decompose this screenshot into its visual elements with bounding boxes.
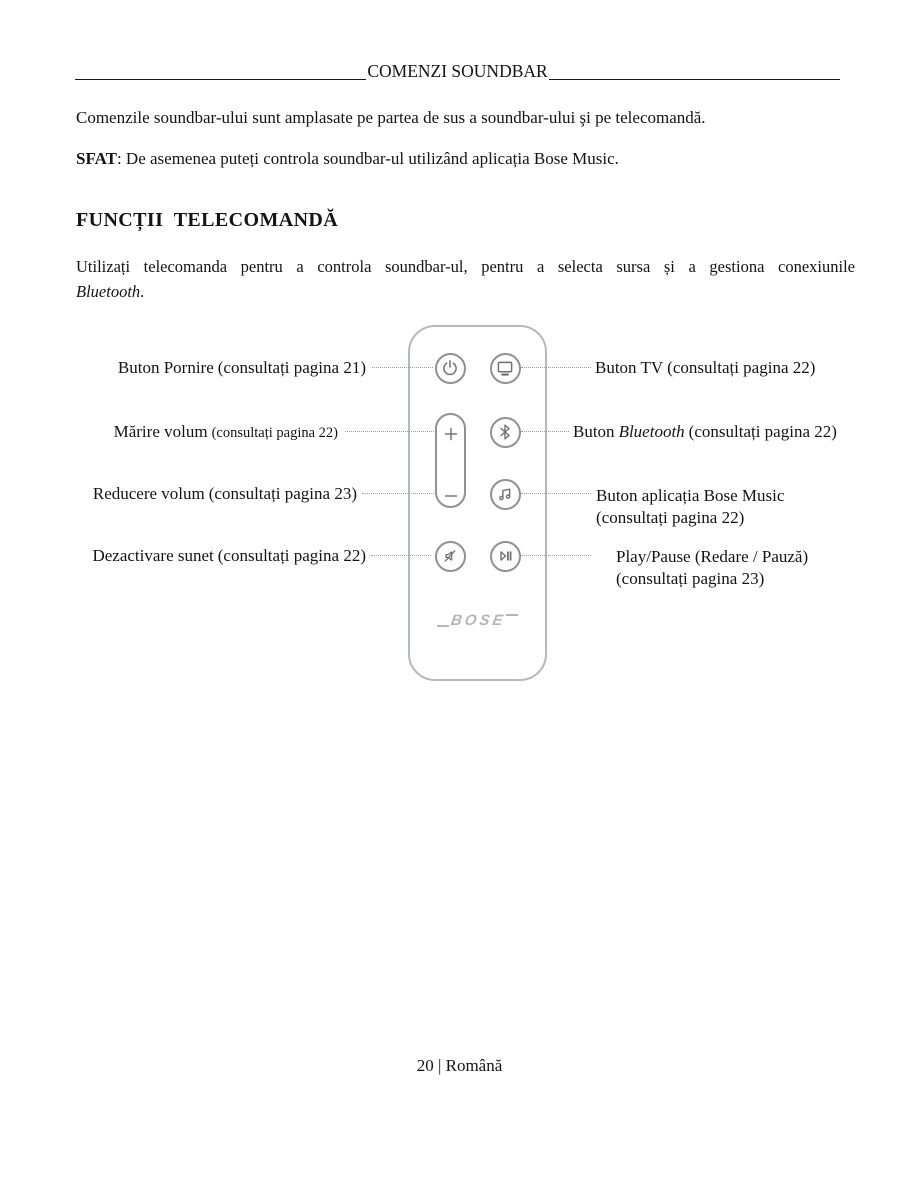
intro-paragraph: Comenzile soundbar-ului sunt amplasate p… (76, 108, 706, 127)
page-footer: 20 | Română (416, 1056, 503, 1075)
callout-tv-main: Buton TV (595, 358, 664, 377)
bose-logo-text: BOSE (449, 612, 508, 629)
section-body: Utilizați telecomanda pentru a controla … (76, 255, 855, 304)
bose-music-button (489, 478, 521, 510)
mute-button (434, 540, 466, 572)
period: . (140, 281, 145, 301)
callout-mute-label: Dezactivare sunet(consultați pagina 22) (92, 545, 366, 567)
leader-line-bluetooth (521, 431, 569, 432)
bluetooth-button (489, 416, 521, 448)
callout-play-pause-line1: Play/Pause (Redare / Pauză) (616, 547, 809, 566)
volume-up-icon (444, 427, 457, 441)
callout-tv-ref: (consultați pagina 22) (667, 358, 816, 377)
callout-bose-music-line2: (consultați pagina 22) (596, 507, 745, 527)
leader-line-volume-down (362, 493, 434, 494)
callout-mute-main: Dezactivare sunet (92, 546, 214, 565)
mute-icon (444, 550, 456, 562)
bose-logo-dash-left (437, 625, 450, 627)
callout-bluetooth-word: Bluetooth (618, 422, 685, 441)
callout-volume-down-ref: (consultați pagina 23) (208, 484, 357, 503)
tv-icon (497, 361, 513, 376)
page-header: COMENZI SOUNDBAR (75, 60, 841, 83)
leader-line-play-pause (521, 555, 591, 556)
volume-down-icon (444, 495, 457, 497)
volume-rocker (435, 413, 466, 508)
callout-bluetooth-pre: Buton (573, 422, 615, 441)
callout-power-ref: (consultați pagina 21) (217, 358, 366, 377)
bose-logo-dash-right (505, 614, 518, 616)
page-title: COMENZI SOUNDBAR (367, 61, 548, 81)
tip-paragraph: SFAT: De asemenea puteți controla soundb… (76, 147, 856, 170)
callout-volume-down-label: Reducere volum(consultați pagina 23) (93, 483, 357, 505)
bose-logo: BOSE (410, 612, 545, 629)
callout-mute-ref: (consultați pagina 22) (217, 546, 366, 565)
leader-line-mute (371, 555, 431, 556)
tip-label: SFAT (76, 149, 117, 168)
play-pause-icon (500, 551, 512, 561)
callout-bose-music-line1: Buton aplicația Bose Music (596, 486, 785, 505)
tv-button (489, 352, 521, 384)
bluetooth-word: Bluetooth (76, 281, 141, 301)
callout-bose-music-label: Buton aplicația Bose Music (consultați p… (596, 485, 784, 528)
callout-volume-up-main: Mărire volum (113, 422, 208, 441)
callout-volume-up-label: Mărire volum(consultați pagina 22) (114, 421, 338, 445)
leader-line-volume-up (345, 431, 434, 432)
header-rule-right (548, 60, 841, 80)
callout-tv-label: Buton TV(consultați pagina 22) (595, 357, 815, 379)
section-body-line-1: Utilizați telecomanda pentru a controla … (76, 257, 855, 276)
leader-line-bose-music (521, 493, 591, 494)
power-button (434, 352, 466, 384)
play-pause-button (489, 540, 521, 572)
power-icon (443, 360, 457, 376)
callout-power-main: Buton Pornire (117, 358, 214, 377)
bluetooth-icon (500, 424, 510, 440)
callout-volume-down-main: Reducere volum (92, 484, 205, 503)
music-note-icon (499, 488, 511, 501)
callout-play-pause-line2: (consultați pagina 23) (616, 568, 765, 588)
header-rule-left (75, 60, 367, 80)
section-heading: FUNCȚII TELECOMANDĂ (76, 209, 339, 231)
section-body-line-2: Bluetooth. (76, 280, 855, 305)
callout-bluetooth-ref: (consultați pagina 22) (688, 422, 837, 441)
leader-line-tv (521, 367, 591, 368)
remote-control-diagram: BOSE (408, 325, 547, 681)
tip-text: : De asemenea puteți controla soundbar-u… (116, 149, 619, 168)
leader-line-power (372, 367, 433, 368)
callout-play-pause-label: Play/Pause (Redare / Pauză) (consultați … (616, 546, 808, 589)
callout-power-label: Buton Pornire(consultați pagina 21) (118, 357, 366, 379)
callout-volume-up-ref: (consultați pagina 22) (211, 425, 338, 441)
